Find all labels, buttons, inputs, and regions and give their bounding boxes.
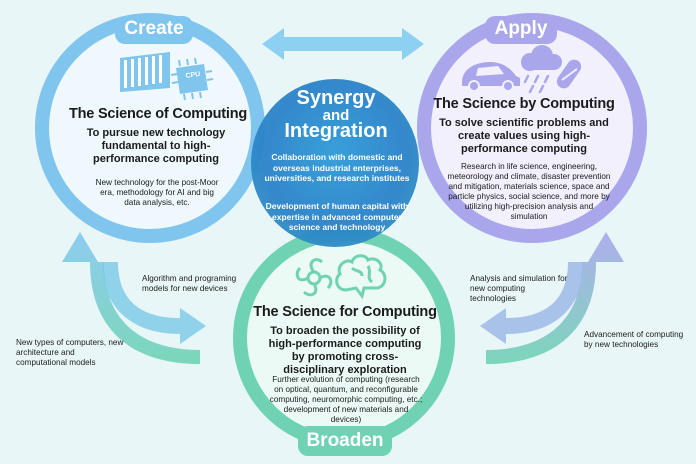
center-circle xyxy=(251,79,419,247)
broaden-badge xyxy=(298,426,392,456)
create-label: Create xyxy=(124,18,184,39)
algorithm-programming-text: Algorithm and programing models for new … xyxy=(142,274,237,293)
science-of-computing-title: The Science of Computing xyxy=(68,106,248,122)
science-by-computing-subtitle: To solve scientific problems and create … xyxy=(439,117,609,155)
up-arrow-left-icon xyxy=(62,232,200,364)
left-arrow-right-icon xyxy=(480,262,584,344)
create-badge xyxy=(115,16,193,44)
up-arrow-right-icon xyxy=(486,232,624,364)
science-by-computing-body: Research in life science, engineering, m… xyxy=(447,162,611,221)
flower-icon xyxy=(295,258,333,297)
double-arrow-icon xyxy=(262,28,424,60)
science-for-computing-body: Further evolution of computing (research… xyxy=(269,375,423,424)
capsule-icon xyxy=(556,59,582,89)
science-of-computing-subtitle: To pursue new technology fundamental to … xyxy=(86,127,226,165)
server-rack-icon xyxy=(120,52,170,92)
apply-badge xyxy=(485,16,557,44)
science-of-computing-body: New technology for the post-Moor era, me… xyxy=(95,178,219,207)
science-for-computing-title: The Science for Computing xyxy=(253,304,437,320)
center-collaboration-text: Collaboration with domestic and overseas… xyxy=(264,152,410,183)
center-title-line3: Integration xyxy=(284,120,388,142)
new-types-computers-text: New types of computers, new architecture… xyxy=(16,338,124,367)
center-human-capital-text: Development of human capital with expert… xyxy=(265,201,409,232)
advancement-computing-text: Advancement of computing by new technolo… xyxy=(584,330,684,349)
center-title-line2: and xyxy=(322,107,350,124)
right-arrow-left-icon xyxy=(102,262,206,344)
cloud-rain-icon xyxy=(521,45,562,94)
car-icon xyxy=(462,62,520,92)
science-by-computing-title: The Science by Computing xyxy=(433,96,615,112)
broaden-inner-fill xyxy=(240,234,448,442)
brain-icon xyxy=(335,254,387,300)
center-title-line1: Synergy xyxy=(296,87,376,109)
broaden-label: Broaden xyxy=(306,430,384,451)
apply-label: Apply xyxy=(494,18,548,39)
cpu-chip-icon xyxy=(170,57,214,101)
science-for-computing-subtitle: To broaden the possibility of high-perfo… xyxy=(268,325,422,376)
analysis-simulation-text: Analysis and simulation for new computin… xyxy=(470,274,568,303)
